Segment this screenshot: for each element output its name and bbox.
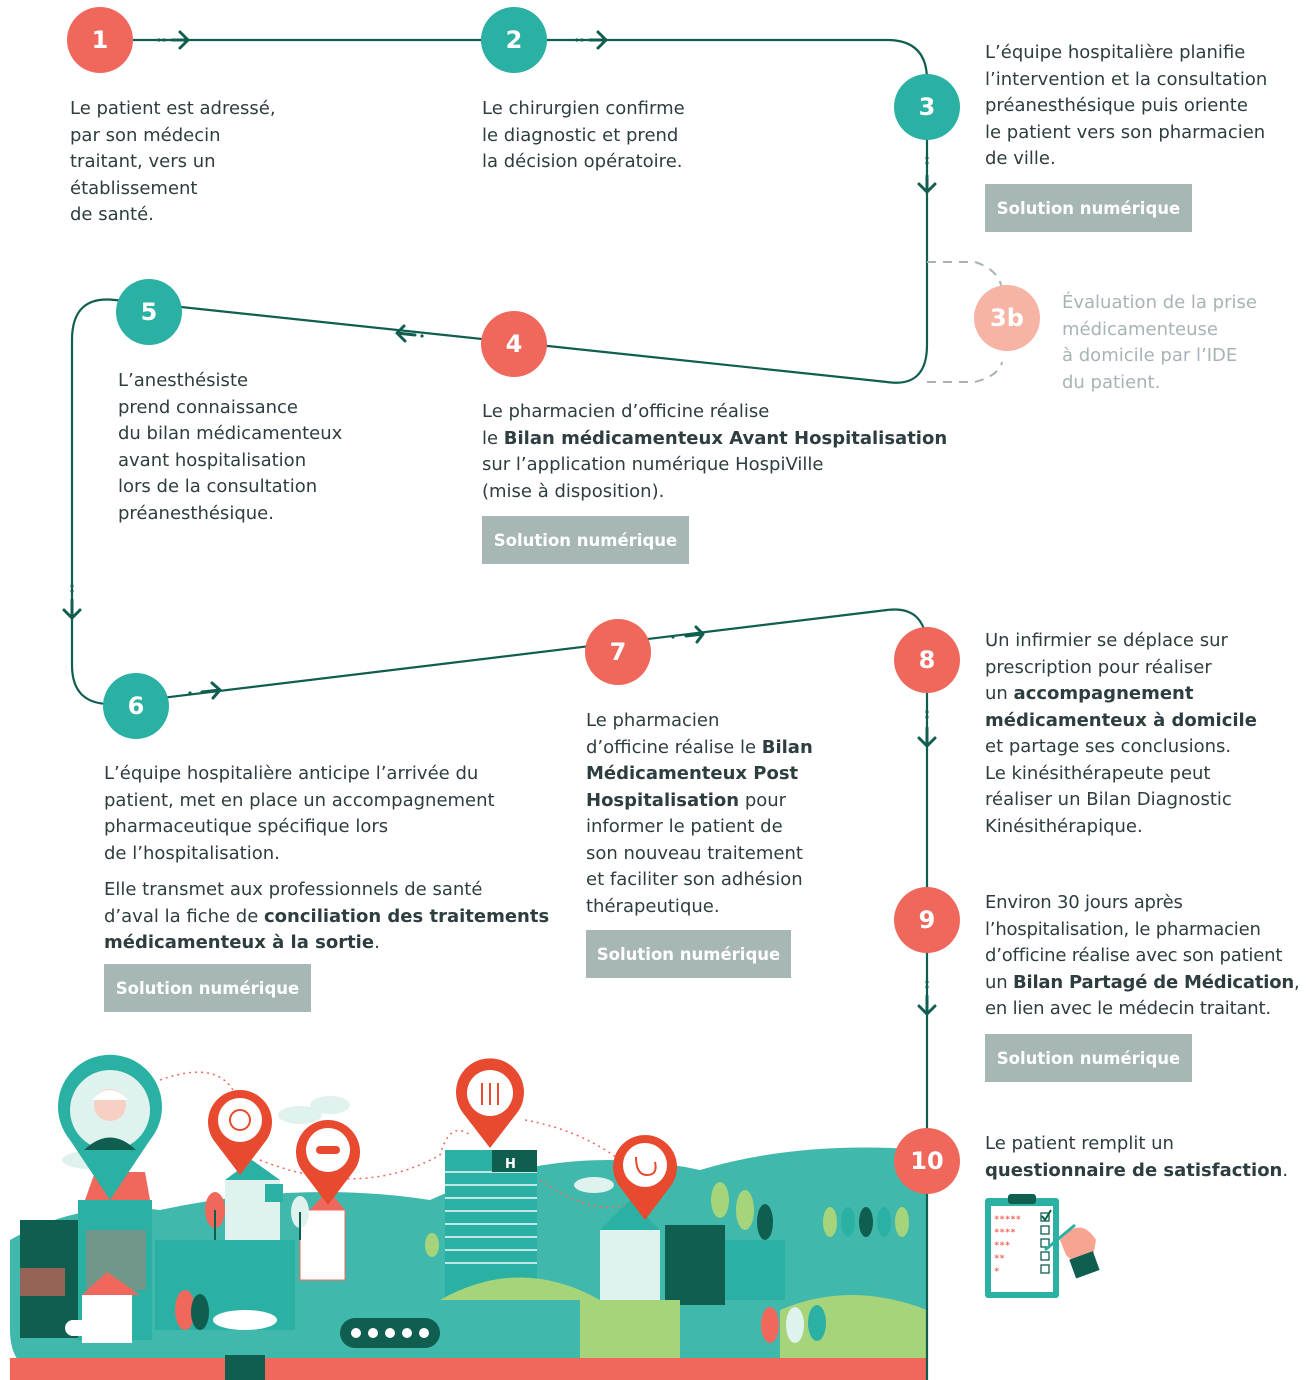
hospital-sign: H <box>505 1157 516 1172</box>
flow-arrows <box>62 30 937 1016</box>
step-9-solution-button[interactable]: Solution numérique <box>985 1034 1192 1082</box>
city-illustration: H <box>10 1054 927 1380</box>
step-3b-badge: 3b <box>974 285 1040 351</box>
surgery-pin-icon <box>455 1058 524 1148</box>
step-3-solution-button[interactable]: Solution numérique <box>985 184 1192 232</box>
step-6-badge: 6 <box>103 673 169 739</box>
stars-5: ***** <box>994 1215 1021 1225</box>
stethoscope-pin-icon <box>612 1135 677 1220</box>
step-8-text: Un infirmier se déplace sur prescription… <box>985 630 1257 837</box>
stars-3: *** <box>994 1241 1010 1251</box>
step-4-solution-button[interactable]: Solution numérique <box>482 516 689 564</box>
step-3b-text: Évaluation de la prise médicamenteuse à … <box>1062 292 1257 393</box>
step-2-text: Le chirurgien confirme le diagnostic et … <box>482 98 685 172</box>
step-5-badge: 5 <box>116 279 182 345</box>
stars-1: * <box>994 1267 999 1277</box>
step-9-text: Environ 30 jours après l’hospitalisation… <box>985 892 1300 1019</box>
step-10-badge: 10 <box>894 1128 960 1194</box>
step-6-solution-button[interactable]: Solution numérique <box>104 964 311 1012</box>
journey-path <box>70 38 929 1380</box>
step-5-text: L’anesthésiste prend connaissance du bil… <box>118 370 343 524</box>
step-8-badge: 8 <box>894 627 960 693</box>
step-2-badge: 2 <box>481 7 547 73</box>
step-4-badge: 4 <box>481 311 547 377</box>
step-4-text: Le pharmacien d’officine réalise le Bila… <box>482 401 948 502</box>
step-7-badge: 7 <box>585 619 651 685</box>
step-1-badge: 1 <box>67 7 133 73</box>
step-9-badge: 9 <box>894 887 960 953</box>
stars-4: **** <box>994 1228 1016 1238</box>
step-3-text: L’équipe hospitalière planifie l’interve… <box>985 42 1268 169</box>
step-1-text: Le patient est adressé, par son médecin … <box>70 98 276 225</box>
stars-2: ** <box>994 1254 1005 1264</box>
step-7-text: Le pharmacien d’officine réalise le Bila… <box>586 710 813 917</box>
step-6-text: L’équipe hospitalière anticipe l’arrivée… <box>104 763 550 953</box>
nurse-pin-icon <box>296 1120 360 1205</box>
patient-pin-icon <box>57 1054 162 1200</box>
step-10-text: Le patient remplit un questionnaire de s… <box>985 1133 1289 1181</box>
pharmacy-pin-icon <box>208 1090 272 1175</box>
step-7-solution-button[interactable]: Solution numérique <box>586 930 791 978</box>
questionnaire-clipboard-icon: ***** **** *** ** * <box>985 1194 1100 1298</box>
step-3-badge: 3 <box>894 74 960 140</box>
